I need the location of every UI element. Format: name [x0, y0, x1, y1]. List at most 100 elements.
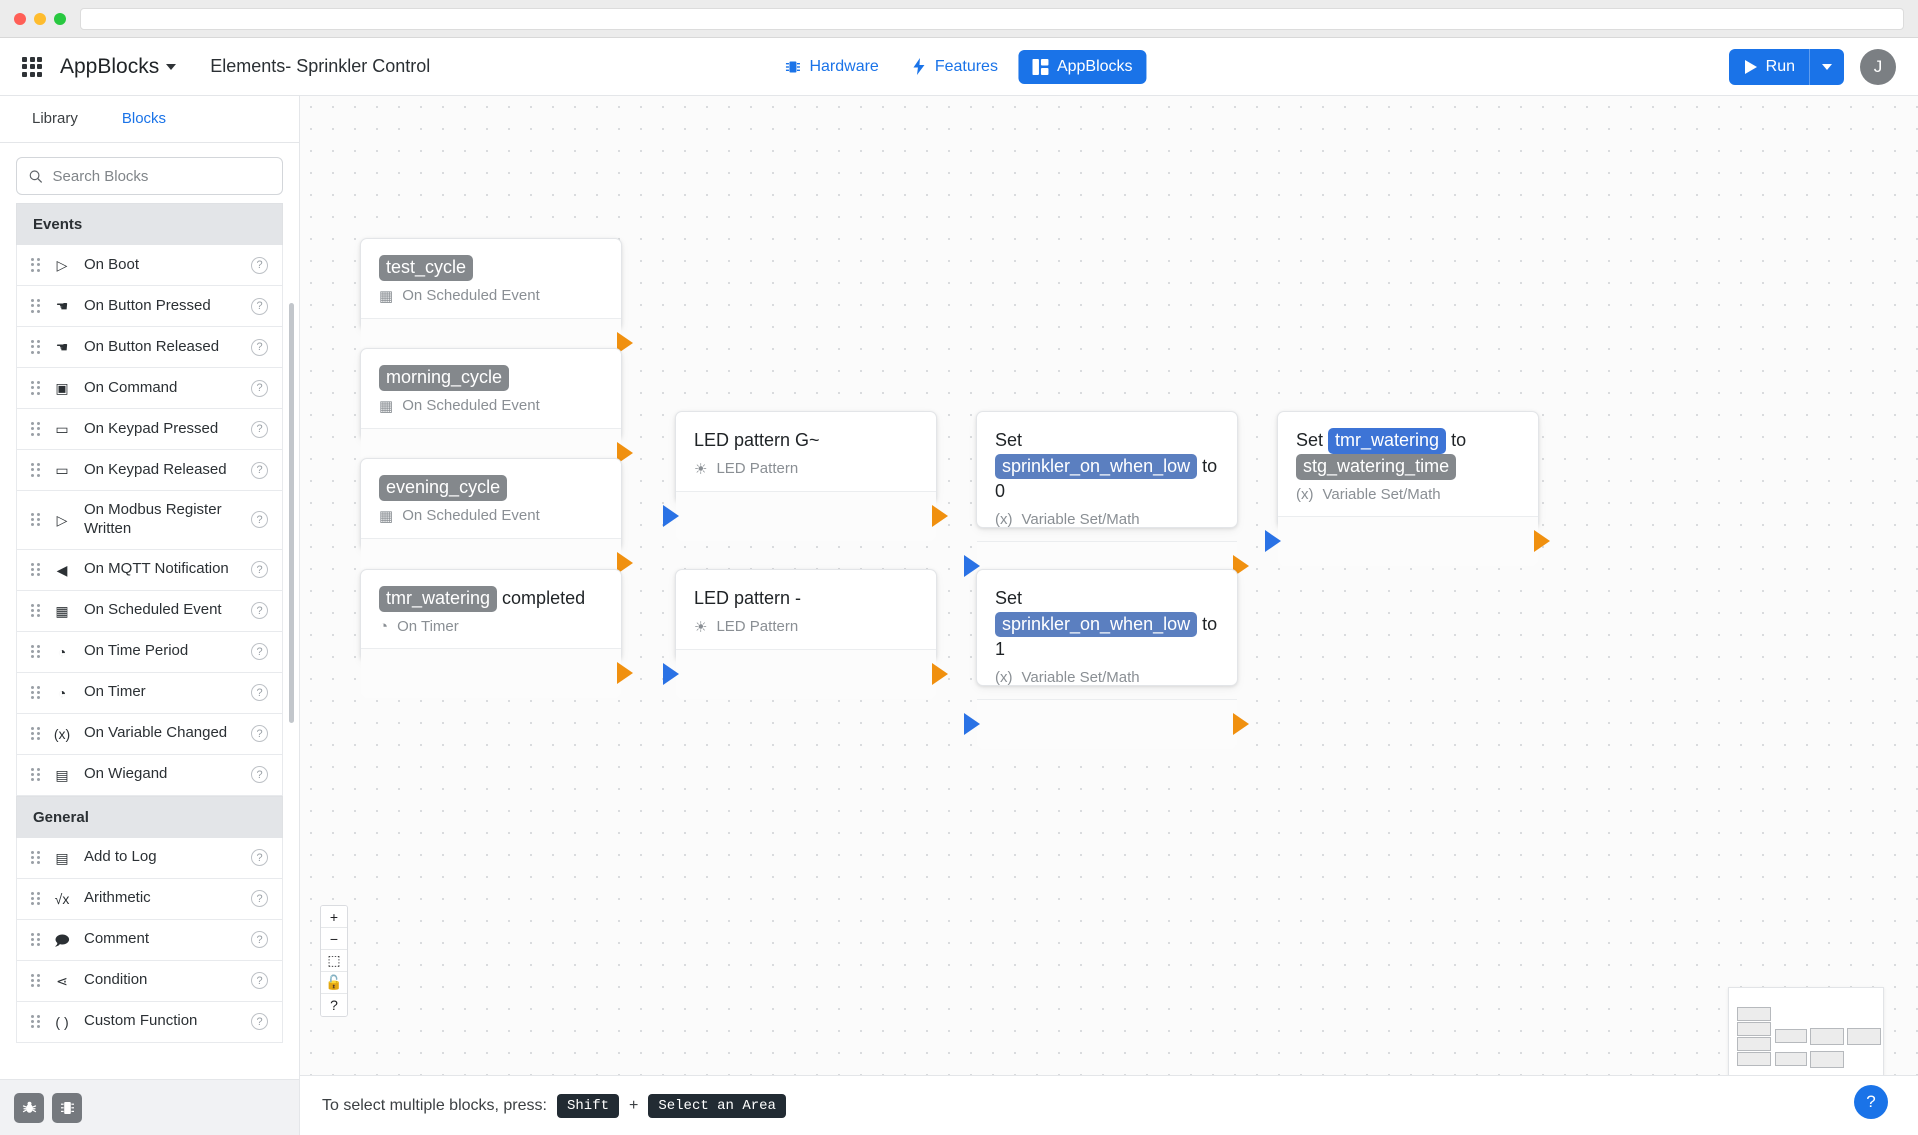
node-output-port[interactable]: [1233, 712, 1249, 735]
help-question-icon[interactable]: ?: [251, 297, 268, 315]
drag-handle-icon[interactable]: [31, 463, 40, 477]
node-output-port[interactable]: [617, 661, 633, 684]
help-question-icon[interactable]: ?: [251, 256, 268, 274]
help-question-icon[interactable]: ?: [251, 766, 268, 783]
help-question-icon[interactable]: ?: [251, 1013, 268, 1030]
library-block-on-modbus-register-written[interactable]: ▷On Modbus Register Written?: [16, 491, 283, 550]
drag-handle-icon[interactable]: [31, 973, 40, 988]
library-block-on-keypad-pressed[interactable]: ▭On Keypad Pressed?: [16, 409, 283, 450]
node-variable-pill[interactable]: test_cycle: [379, 255, 474, 281]
library-block-comment[interactable]: 🗩Comment?: [16, 919, 283, 961]
fit-view-button[interactable]: ⬚: [321, 950, 347, 972]
drag-handle-icon[interactable]: [31, 562, 40, 577]
node-input-port[interactable]: [663, 662, 679, 685]
node-output-port[interactable]: [932, 504, 948, 527]
node-input-port[interactable]: [1265, 529, 1281, 552]
nav-item-hardware[interactable]: Hardware: [771, 50, 892, 84]
node-output-port[interactable]: [1233, 554, 1249, 577]
drag-handle-icon[interactable]: [31, 381, 40, 395]
help-question-icon[interactable]: ?: [251, 849, 268, 866]
tab-blocks[interactable]: Blocks: [121, 110, 167, 127]
library-block-on-timer[interactable]: ◔On Timer?: [16, 672, 283, 714]
library-block-on-wiegand[interactable]: ▤On Wiegand?: [16, 754, 283, 796]
debug-bug-button[interactable]: [14, 1092, 44, 1123]
node-output-port[interactable]: [617, 441, 633, 464]
canvas-node-n1[interactable]: test_cycle▦On Scheduled Event: [360, 238, 633, 368]
library-block-on-button-pressed[interactable]: ☚On Button Pressed?: [16, 286, 283, 327]
node-variable-pill[interactable]: sprinkler_on_when_low: [995, 453, 1198, 480]
drag-handle-icon[interactable]: [31, 767, 40, 782]
maximize-window-button[interactable]: [54, 12, 66, 25]
node-output-port[interactable]: [617, 551, 633, 574]
help-question-icon[interactable]: ?: [251, 643, 268, 660]
tab-library[interactable]: Library: [32, 110, 78, 127]
drag-handle-icon[interactable]: [31, 299, 40, 313]
canvas-node-n2[interactable]: morning_cycle▦On Scheduled Event: [360, 348, 633, 478]
device-chip-button[interactable]: [52, 1092, 82, 1123]
node-variable-pill[interactable]: sprinkler_on_when_low: [995, 611, 1198, 638]
node-output-port[interactable]: [932, 662, 948, 685]
nav-item-features[interactable]: Features: [899, 50, 1012, 84]
sidebar-scrollbar-thumb[interactable]: [289, 303, 294, 723]
drag-handle-icon[interactable]: [31, 932, 40, 947]
node-variable-pill[interactable]: tmr_watering: [379, 586, 498, 612]
help-question-icon[interactable]: ?: [251, 511, 268, 529]
library-block-on-button-released[interactable]: ☚On Button Released?: [16, 327, 283, 368]
library-block-on-mqtt-notification[interactable]: ◀On MQTT Notification?: [16, 549, 283, 591]
drag-handle-icon[interactable]: [31, 644, 40, 659]
zoom-in-button[interactable]: +: [321, 906, 347, 928]
help-question-icon[interactable]: ?: [251, 931, 268, 948]
search-blocks-box[interactable]: [16, 157, 283, 195]
library-block-on-scheduled-event[interactable]: ▦On Scheduled Event?: [16, 590, 283, 632]
canvas-node-n6[interactable]: LED pattern -☀LED Pattern: [663, 569, 948, 699]
library-block-on-keypad-released[interactable]: ▭On Keypad Released?: [16, 450, 283, 491]
run-button[interactable]: Run: [1728, 48, 1844, 85]
drag-handle-icon[interactable]: [31, 340, 40, 354]
help-question-icon[interactable]: ?: [251, 420, 268, 438]
node-variable-pill[interactable]: evening_cycle: [379, 475, 508, 501]
help-question-icon[interactable]: ?: [251, 725, 268, 742]
drag-handle-icon[interactable]: [31, 422, 40, 436]
node-input-port[interactable]: [663, 504, 679, 527]
node-input-port[interactable]: [964, 554, 980, 577]
drag-handle-icon[interactable]: [31, 258, 40, 272]
library-block-on-time-period[interactable]: ◔On Time Period?: [16, 631, 283, 673]
node-output-port[interactable]: [617, 331, 633, 354]
library-block-on-command[interactable]: ▣On Command?: [16, 368, 283, 409]
zoom-out-button[interactable]: −: [321, 928, 347, 950]
node-output-port[interactable]: [1534, 529, 1550, 552]
canvas-node-n5[interactable]: LED pattern G~☀LED Pattern: [663, 411, 948, 541]
canvas-minimap[interactable]: [1728, 987, 1884, 1087]
library-block-custom-function[interactable]: ( )Custom Function?: [16, 1001, 283, 1043]
run-button-main[interactable]: Run: [1729, 58, 1809, 76]
node-variable-pill[interactable]: morning_cycle: [379, 365, 510, 391]
canvas-node-n4[interactable]: tmr_watering completed◔On Timer: [360, 569, 633, 698]
help-fab-button[interactable]: ?: [1854, 1085, 1888, 1119]
drag-handle-icon[interactable]: [31, 1014, 40, 1029]
node-input-port[interactable]: [964, 712, 980, 735]
drag-handle-icon[interactable]: [31, 603, 40, 618]
canvas-node-n7[interactable]: Set sprinkler_on_when_low to 0(x)Variabl…: [964, 411, 1249, 591]
search-input[interactable]: [52, 167, 270, 185]
sidebar-scrollbar[interactable]: [289, 303, 294, 1019]
drag-handle-icon[interactable]: [31, 891, 40, 906]
drag-handle-icon[interactable]: [31, 726, 40, 741]
library-block-on-boot[interactable]: ▷On Boot?: [16, 245, 283, 286]
library-block-on-variable-changed[interactable]: (x)On Variable Changed?: [16, 713, 283, 755]
drag-handle-icon[interactable]: [31, 512, 40, 527]
drag-handle-icon[interactable]: [31, 685, 40, 700]
brand-menu[interactable]: AppBlocks: [60, 55, 177, 79]
run-dropdown-button[interactable]: [1810, 63, 1844, 70]
canvas-node-n8[interactable]: Set sprinkler_on_when_low to 1(x)Variabl…: [964, 569, 1249, 749]
help-question-icon[interactable]: ?: [251, 379, 268, 397]
canvas-node-n3[interactable]: evening_cycle▦On Scheduled Event: [360, 458, 633, 588]
avatar[interactable]: J: [1860, 48, 1896, 85]
help-button[interactable]: ?: [321, 994, 347, 1016]
lock-button[interactable]: 🔓: [321, 972, 347, 994]
close-window-button[interactable]: [14, 12, 26, 25]
nav-item-appblocks[interactable]: AppBlocks: [1017, 49, 1147, 84]
browser-url-bar[interactable]: [80, 7, 1904, 30]
library-block-add-to-log[interactable]: ▤Add to Log?: [16, 837, 283, 879]
